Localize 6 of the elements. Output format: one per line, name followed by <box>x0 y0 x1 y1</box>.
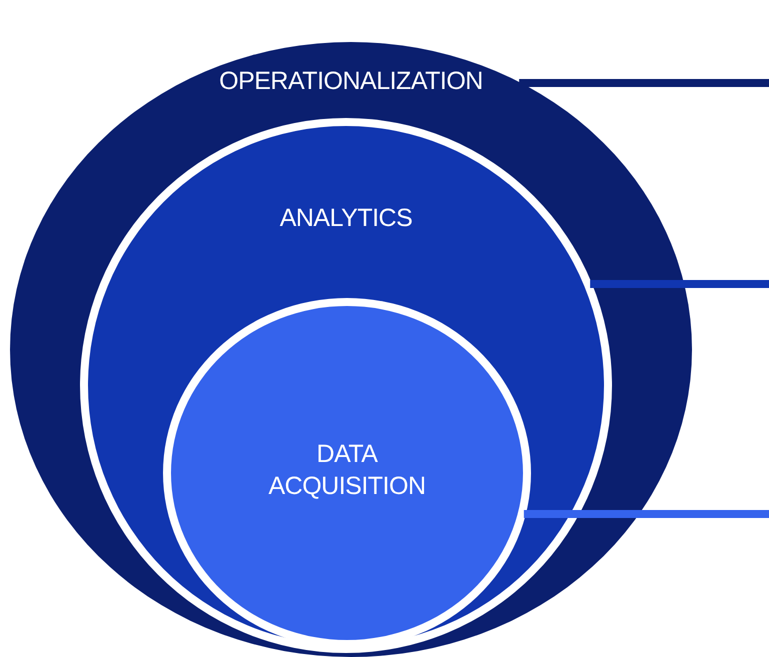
layer-label: DATA ACQUISITION <box>267 439 426 502</box>
leader-line <box>519 79 769 87</box>
layer-label: OPERATIONALIZATION <box>218 66 484 97</box>
leader-line <box>590 280 769 288</box>
layer-label: ANALYTICS <box>278 203 414 234</box>
leader-line <box>524 510 769 518</box>
